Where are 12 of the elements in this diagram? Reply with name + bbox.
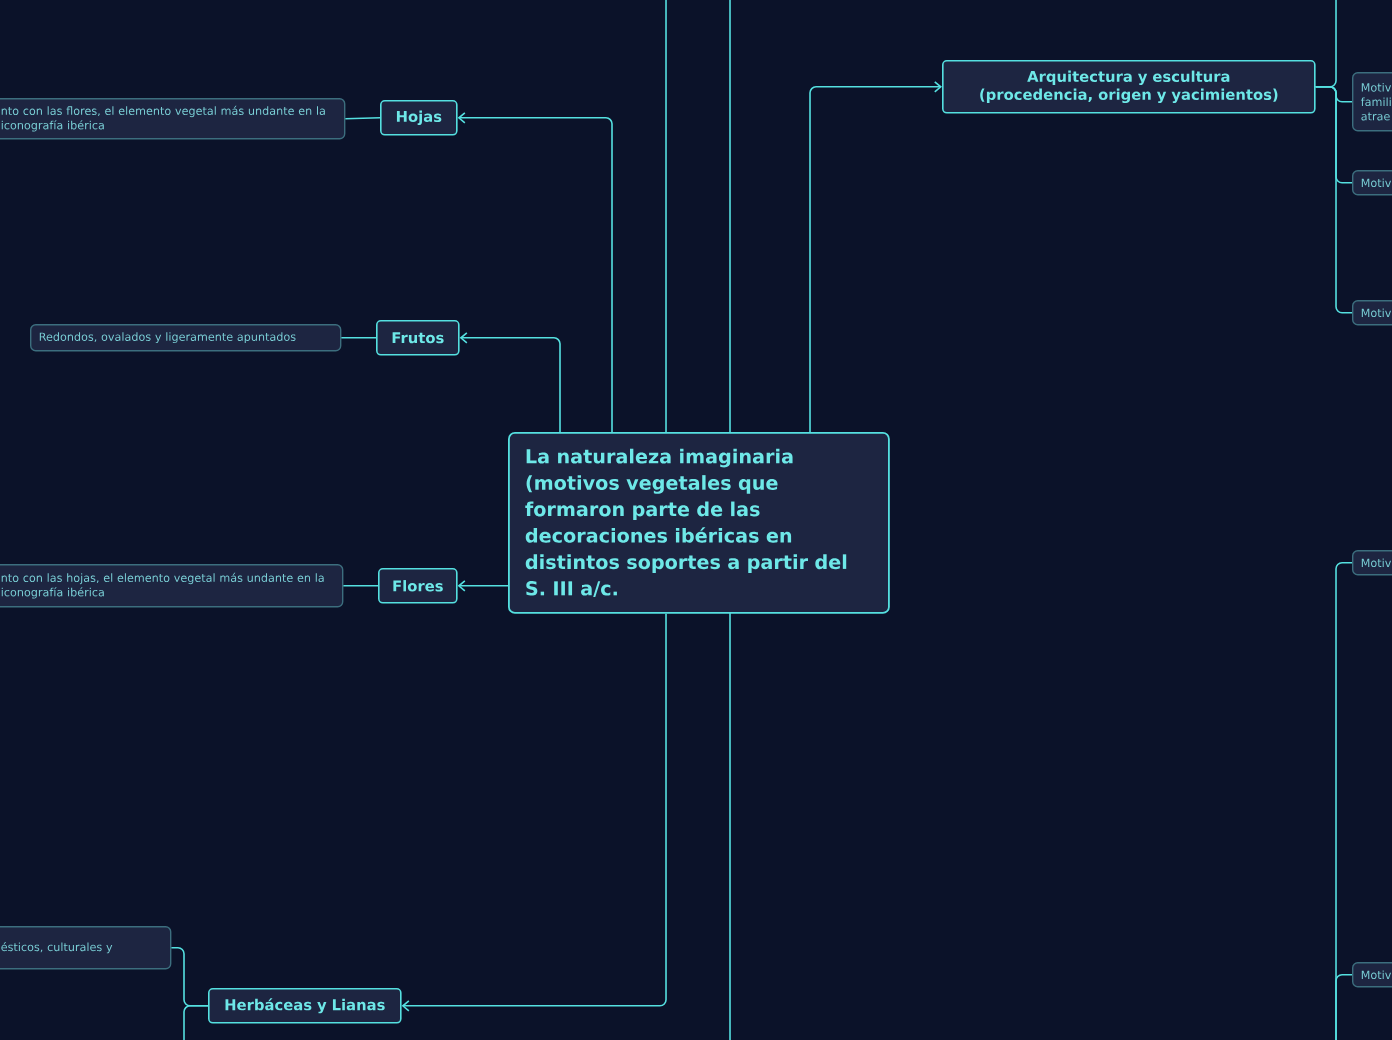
connector xyxy=(457,580,509,592)
connector xyxy=(342,584,379,587)
connector xyxy=(809,81,942,433)
connector xyxy=(457,112,613,433)
connector xyxy=(1335,973,1353,1040)
central-topic-box: La naturaleza imaginaria (motivos vegetales que formaron parte de las decoraciones ibéricas en distintos soportes a partir del S. III a/c. xyxy=(508,432,890,614)
connector xyxy=(340,336,377,339)
connector xyxy=(459,332,561,433)
connector xyxy=(401,613,667,1012)
connector xyxy=(183,1005,209,1040)
connector xyxy=(1314,0,1337,88)
connector xyxy=(344,117,381,120)
